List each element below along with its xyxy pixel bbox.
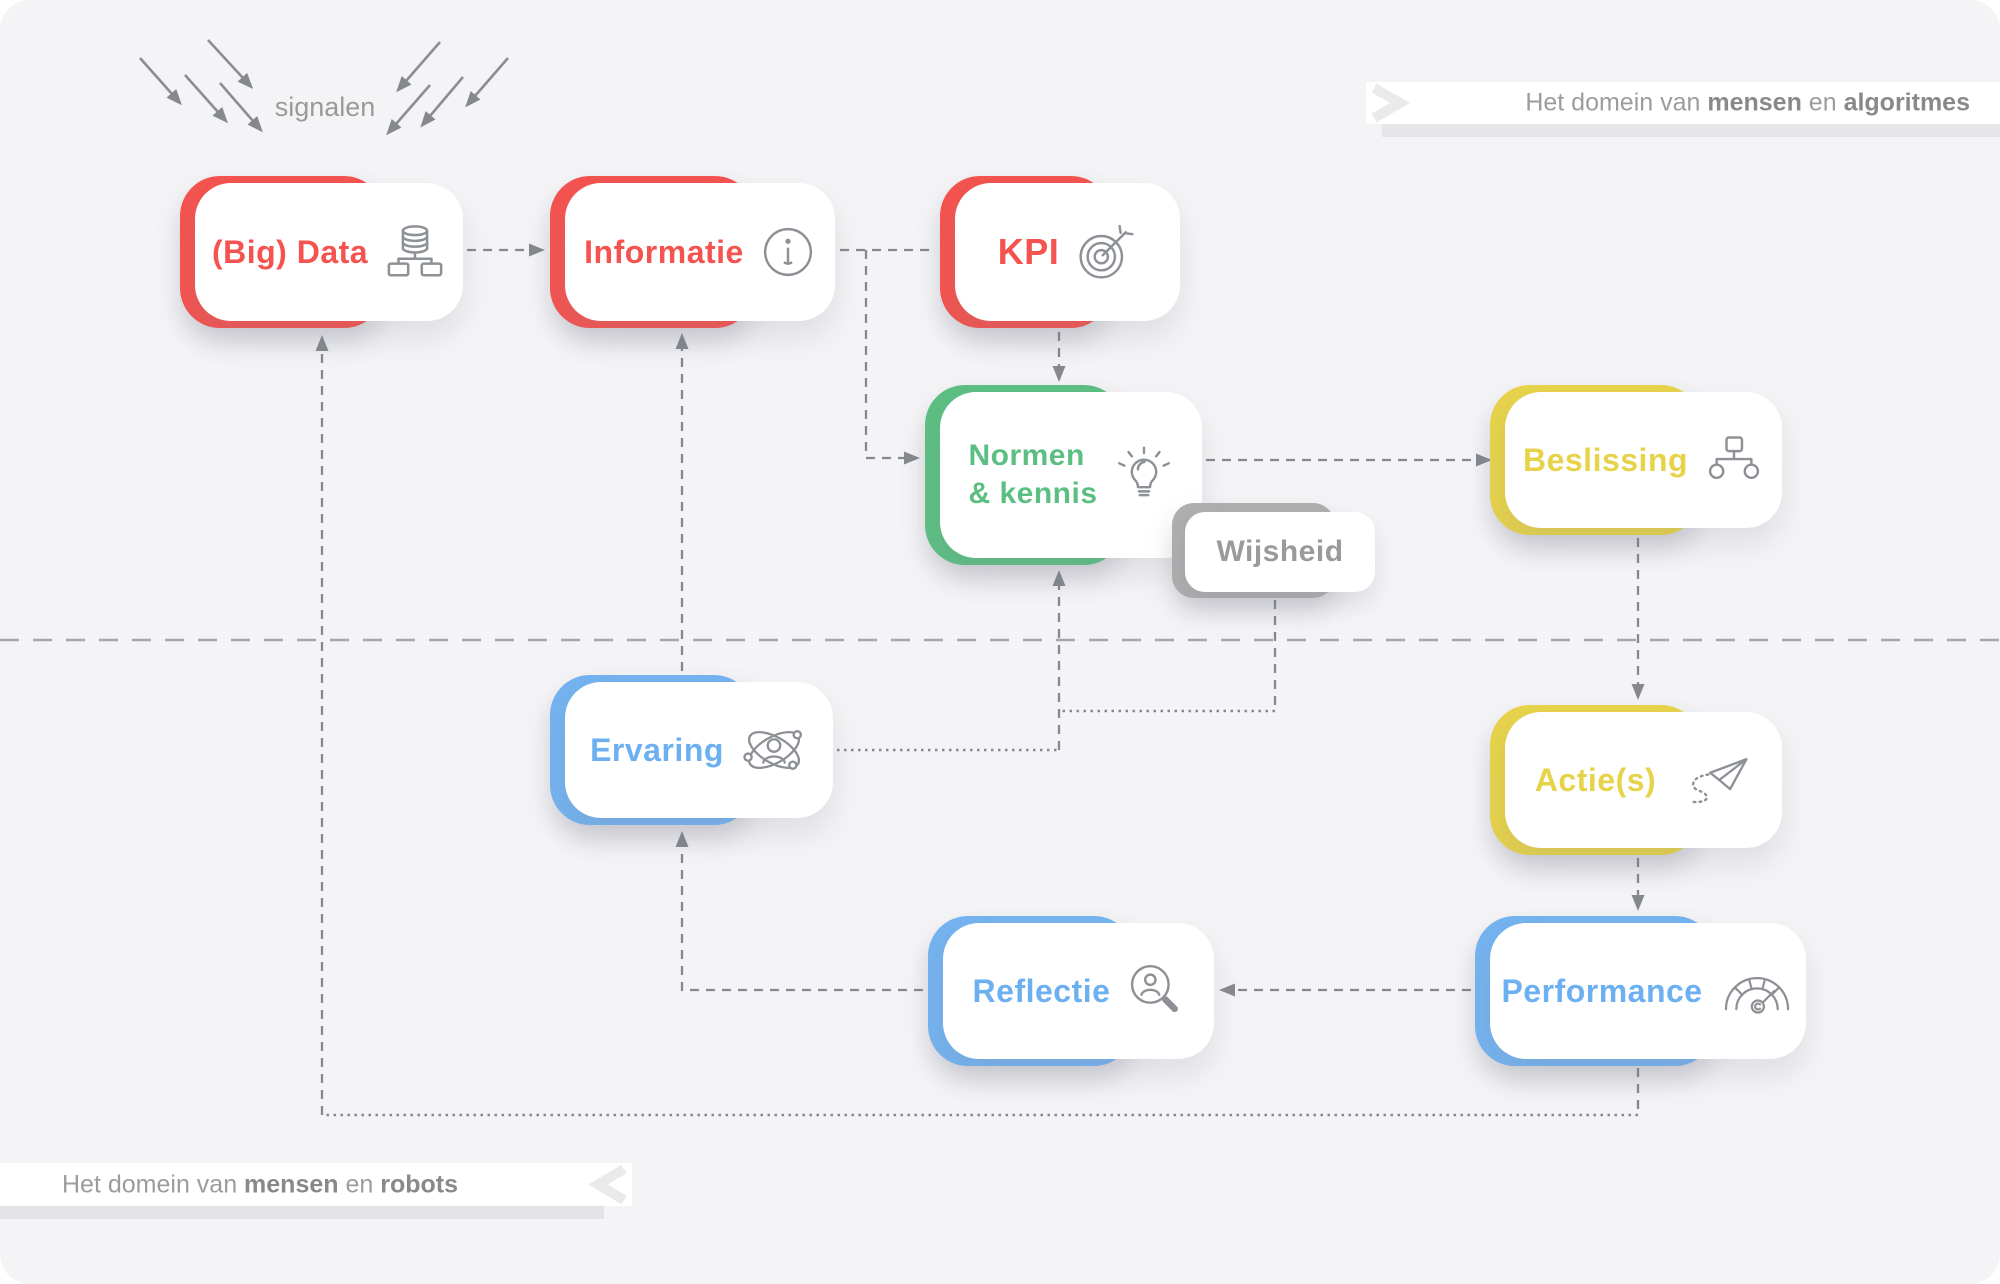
node-performance-label: Performance — [1501, 972, 1703, 1009]
banner-shadow-strip — [0, 1206, 604, 1219]
node-ervaring-label: Ervaring — [590, 731, 724, 768]
magnifier-person-icon — [1131, 964, 1179, 1013]
node-normen-kennis-label-line1: Normen — [968, 438, 1085, 472]
node-kpi-label: KPI — [997, 231, 1060, 272]
connector-informatie-normen — [864, 250, 920, 465]
node-beslissing: Beslissing — [1490, 385, 1782, 535]
domain-banner-robots: Het domein van mensen en robots — [0, 1163, 632, 1219]
database-network-icon — [387, 225, 443, 277]
signals-label: signalen — [275, 92, 376, 122]
domain-banner-robots-text: Het domein van mensen en robots — [62, 1170, 459, 1198]
node-normen-kennis-label-line2: & kennis — [968, 477, 1098, 510]
info-icon — [763, 227, 812, 277]
node-informatie: Informatie — [550, 176, 835, 328]
node-normen-kennis: Normen & kennis — [925, 385, 1202, 565]
person-orbit-icon — [743, 730, 802, 770]
gauge-icon — [1724, 976, 1789, 1014]
node-big-data: (Big) Data — [180, 176, 463, 328]
target-icon — [1079, 224, 1134, 279]
lightbulb-icon — [1117, 446, 1170, 497]
node-acties: Actie(s) — [1490, 705, 1782, 855]
node-ervaring: Ervaring — [550, 675, 833, 825]
domain-banner-algorithms: Het domein van mensen en algoritmes — [1366, 82, 2000, 137]
node-informatie-label: Informatie — [584, 233, 744, 270]
paper-plane-icon — [1691, 757, 1748, 804]
node-beslissing-label: Beslissing — [1522, 441, 1689, 478]
node-wijsheid-label: Wijsheid — [1216, 535, 1344, 568]
connector-reflectie-ervaring — [675, 831, 939, 992]
node-acties-label: Actie(s) — [1534, 761, 1657, 798]
node-wijsheid: Wijsheid — [1172, 503, 1375, 598]
node-reflectie: Reflectie — [928, 916, 1214, 1066]
domain-banner-algorithms-text: Het domein van mensen en algoritmes — [1525, 88, 1970, 117]
chevron-right-icon — [1371, 83, 1411, 123]
banner-shadow-strip — [1382, 124, 2000, 137]
node-kpi: KPI — [940, 176, 1180, 328]
node-performance: Performance — [1475, 916, 1806, 1066]
node-reflectie-label: Reflectie — [972, 972, 1111, 1009]
signal-arrows — [139, 39, 509, 136]
node-big-data-label: (Big) Data — [211, 233, 369, 270]
org-chart-icon — [1708, 436, 1760, 480]
chevron-left-icon — [588, 1164, 627, 1205]
